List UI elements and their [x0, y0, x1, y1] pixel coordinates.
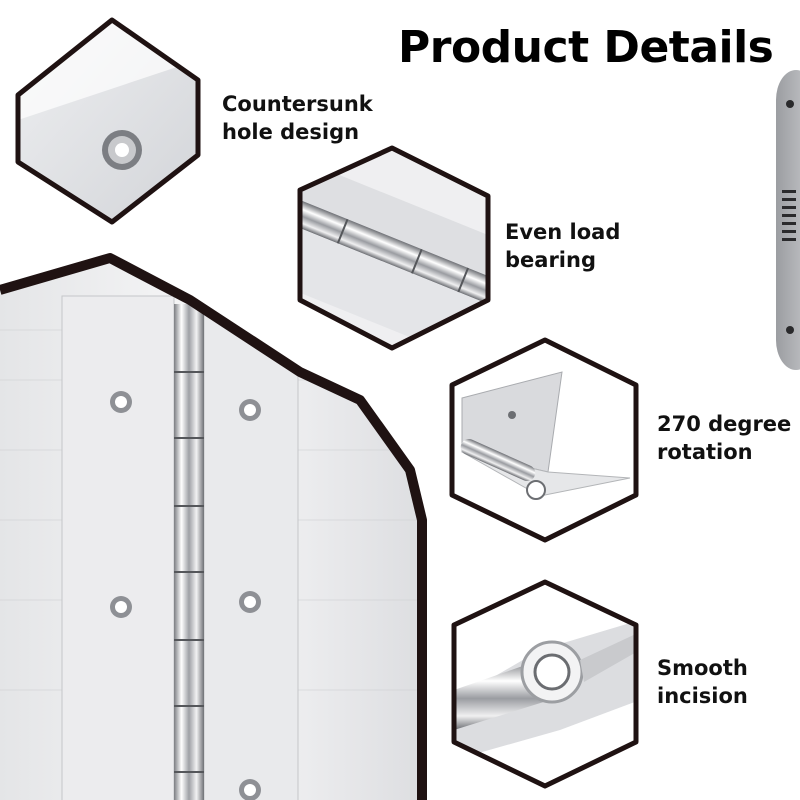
- hinge-pin-icon: [451, 579, 639, 789]
- main-hinge-image: [0, 253, 427, 800]
- countersunk-hole-icon: [15, 17, 201, 225]
- rotation-hinge-icon: [449, 337, 639, 543]
- feature-label-load: Even load bearing: [505, 218, 620, 274]
- feature-label-line: Even load: [505, 220, 621, 244]
- steel-sample-edge: [776, 70, 800, 370]
- feature-label-rotation: 270 degree rotation: [657, 410, 791, 466]
- feature-label-countersunk: Countersunk hole design: [222, 90, 373, 146]
- feature-label-line: rotation: [657, 440, 753, 464]
- feature-label-incision: Smooth incision: [657, 654, 748, 710]
- feature-label-line: hole design: [222, 120, 360, 144]
- page-title: Product Details: [398, 22, 774, 73]
- hinge-knuckle-icon: [297, 145, 491, 351]
- feature-label-line: 270 degree: [657, 412, 792, 436]
- feature-label-line: incision: [657, 684, 748, 708]
- screw-hole-icon: [110, 391, 261, 800]
- feature-label-line: Countersunk: [222, 92, 373, 116]
- feature-label-line: Smooth: [657, 656, 748, 680]
- feature-label-line: bearing: [505, 248, 596, 272]
